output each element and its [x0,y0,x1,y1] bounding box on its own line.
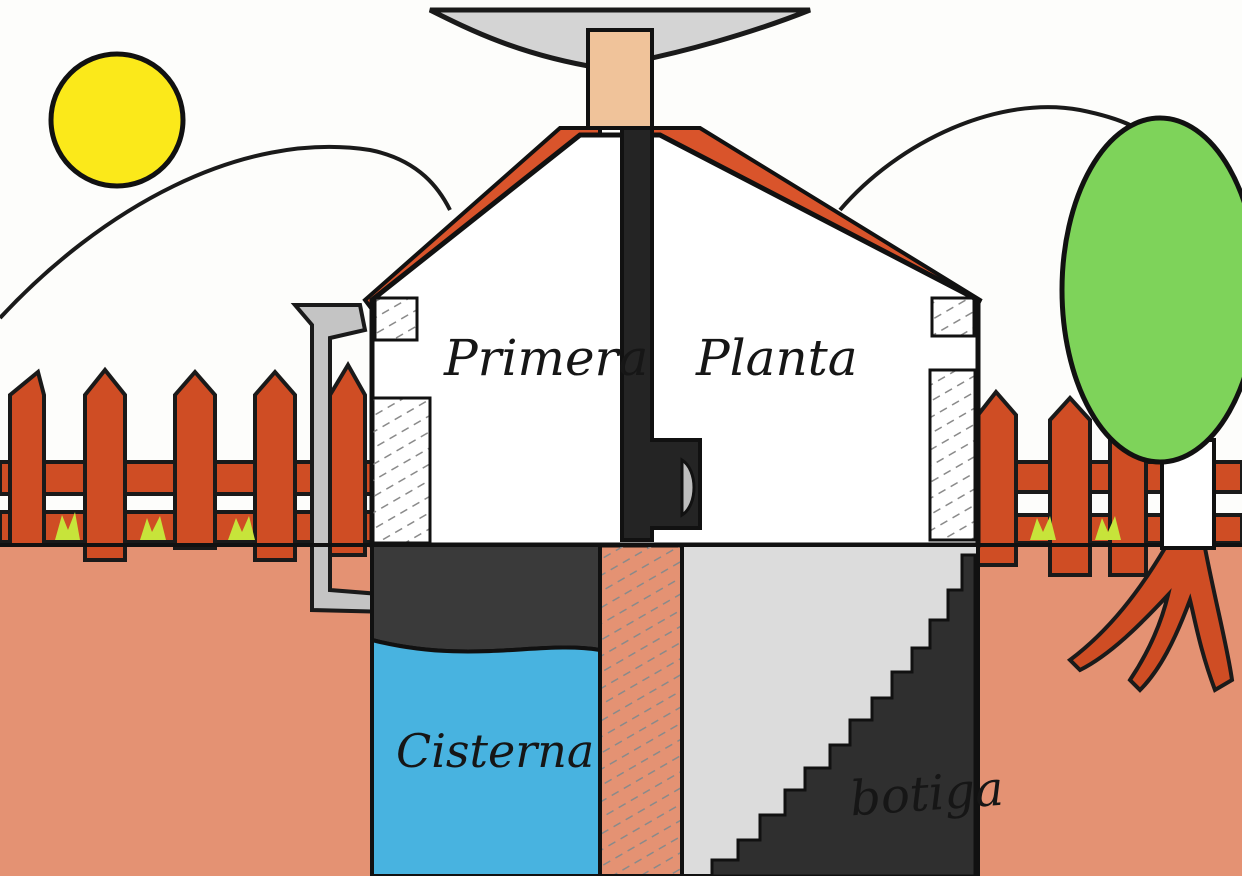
window-right-top [932,298,974,336]
sun [51,54,183,186]
window-left [372,398,430,543]
chimney [588,30,652,128]
central-shaft [600,545,682,876]
label-botiga: botiga [849,765,1006,824]
cistern-dark-space [372,545,600,652]
label-planta: Planta [696,333,858,383]
window-left-top [375,298,417,340]
window-right [930,370,975,540]
label-cisterna: Cisterna [396,728,594,774]
label-primera: Primera [444,333,648,383]
